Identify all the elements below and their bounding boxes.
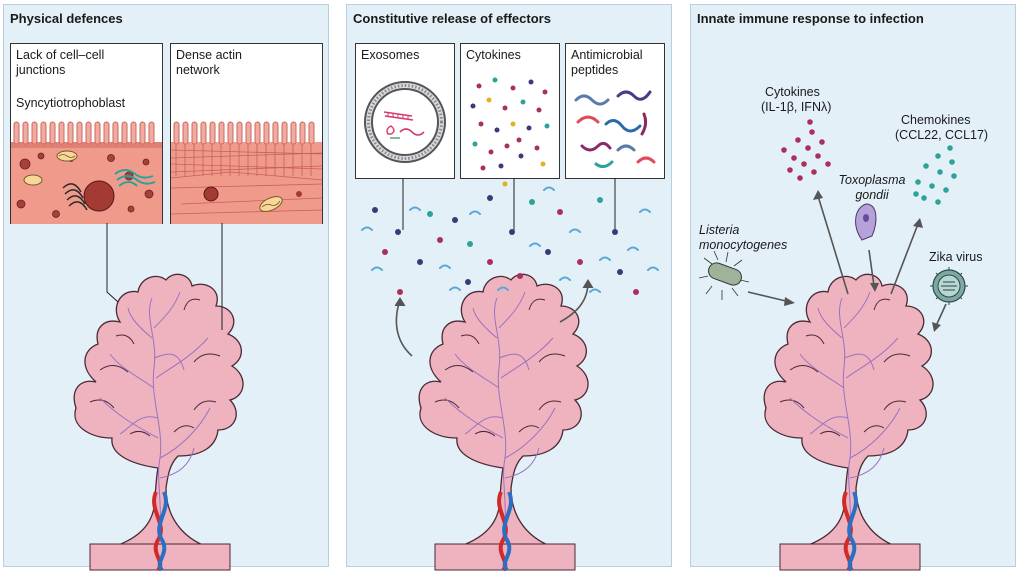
panel-title: Constitutive release of effectors [353,11,551,26]
cytokines-illustration [470,77,550,171]
actin-network-illustration [171,121,322,224]
chemokines-detail-label: (CCL22, CCL17) [895,128,989,142]
box-cytokines: Cytokines [460,43,560,179]
box-antimicrobial-peptides: Antimicrobial peptides [565,43,665,179]
syncytiotrophoblast-illustration [11,121,162,224]
box-label: Antimicrobial peptides [571,48,643,77]
cytokines-label: Cytokines [765,85,820,99]
released-effectors [361,181,659,295]
exosome-illustration [364,81,446,163]
box-label: Lack of cell–cell junctions [16,48,105,77]
zika-label: Zika virus [929,250,983,264]
panel-title: Physical defences [10,11,123,26]
box-actin-network: Dense actin network [170,43,323,224]
leader-line [106,223,119,303]
box-cell-junctions: Lack of cell–cell junctions Syncytiotrop… [10,43,163,224]
arrowhead [582,279,594,289]
box-label: Cytokines [466,48,521,62]
box-label: Dense actin network [176,48,243,77]
cytokine-cluster [781,119,831,181]
chemokine-cluster [913,145,957,205]
listeria-icon [698,250,750,300]
box-label: Exosomes [361,48,420,62]
arrowhead [394,297,406,307]
cytokines-detail-label: (IL-1β, IFNλ) [761,100,832,114]
panel-title: Innate immune response to infection [697,11,924,26]
panel-physical-defences: Physical defences Lack of cell–cell junc… [3,4,329,567]
box-sublabel: Syncytiotrophoblast [16,96,126,110]
box-exosomes: Exosomes [355,43,455,179]
placental-villus-3 [762,272,936,571]
arrowheads [784,190,941,332]
placental-villus-1 [72,272,246,571]
toxoplasma-label: Toxoplasma gondii [838,173,906,202]
zika-virus-icon [930,267,968,305]
response-arrows [747,195,947,327]
release-arrow-left [395,299,413,357]
placental-villus-2 [417,272,591,571]
toxoplasma-icon [855,203,877,241]
listeria-label: Listeria monocytogenes [699,223,788,252]
chemokines-label: Chemokines [901,113,971,127]
peptides-illustration [574,90,656,169]
